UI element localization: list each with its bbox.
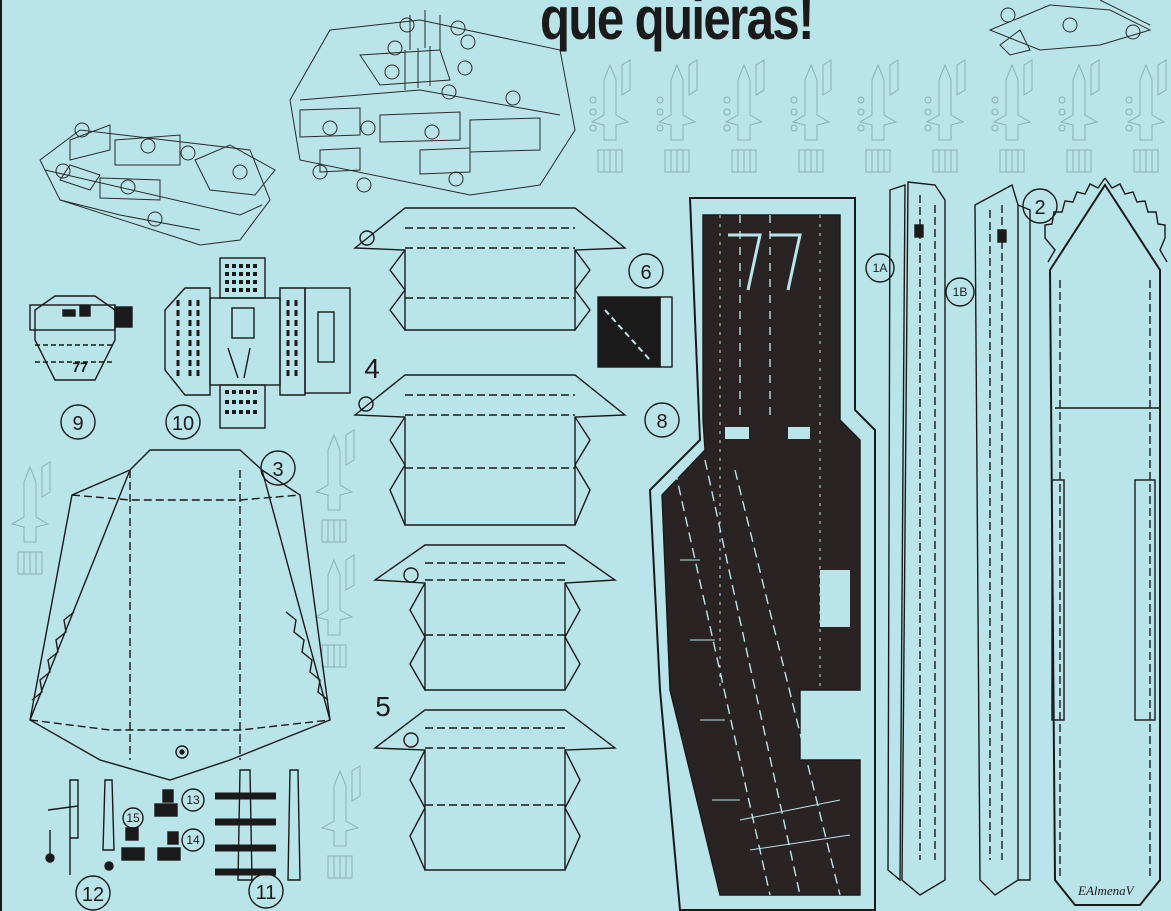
piece-8-flight-deck	[644, 197, 876, 911]
hull-number-island: 77	[72, 359, 88, 375]
label-piece-1B: 1B	[953, 285, 968, 299]
piece-11	[215, 769, 301, 909]
label-piece-11: 11	[256, 882, 277, 904]
label-piece-4: 4	[364, 353, 380, 384]
aircraft-outline	[991, 59, 1033, 173]
assembly-sketch-deck	[289, 10, 576, 196]
label-piece-13: 13	[186, 793, 200, 807]
aircraft-outline	[10, 461, 51, 575]
label-piece-5: 5	[375, 691, 391, 722]
label-piece-12: 12	[82, 884, 104, 906]
label-piece-6: 6	[640, 262, 651, 284]
aircraft-outline	[1058, 59, 1100, 173]
label-piece-9: 9	[72, 413, 83, 435]
piece-12	[45, 779, 115, 911]
headline: que quieras!	[540, 0, 814, 52]
piece-9	[29, 295, 133, 440]
label-piece-1A: 1A	[873, 261, 888, 275]
piece-4-lower	[353, 374, 627, 526]
label-piece-8: 8	[656, 411, 667, 433]
label-piece-15: 15	[126, 811, 140, 825]
assembly-sketch-plane	[988, 0, 1152, 56]
piece-6	[597, 253, 673, 368]
piece-1B	[945, 183, 1031, 896]
aircraft-outline	[589, 59, 631, 173]
piece-4-upper	[353, 207, 627, 331]
aircraft-outline	[314, 429, 355, 543]
piece-2-hull	[1022, 177, 1168, 906]
piece-5-upper	[372, 544, 618, 691]
aircraft-sheet-row	[589, 59, 1167, 173]
piece-3	[29, 449, 331, 781]
assembly-sketch-island	[39, 122, 276, 246]
aircraft-outline	[857, 59, 899, 173]
label-piece-3: 3	[272, 459, 283, 481]
piece-1A	[865, 181, 946, 896]
pieces-13-14-15	[121, 788, 205, 861]
aircraft-outline	[723, 59, 765, 173]
aircraft-outline	[924, 59, 966, 173]
piece-10	[164, 257, 351, 440]
aircraft-sheet-scattered	[10, 429, 361, 879]
aircraft-outline	[790, 59, 832, 173]
piece-5-lower	[373, 709, 617, 871]
aircraft-outline	[314, 554, 355, 668]
label-piece-14: 14	[186, 833, 200, 847]
label-piece-10: 10	[172, 413, 194, 435]
aircraft-outline	[320, 765, 361, 879]
label-piece-2: 2	[1034, 197, 1045, 219]
aircraft-outline	[656, 59, 698, 173]
designer-signature: EAlmenaV	[1078, 883, 1134, 898]
aircraft-outline	[1125, 59, 1167, 173]
